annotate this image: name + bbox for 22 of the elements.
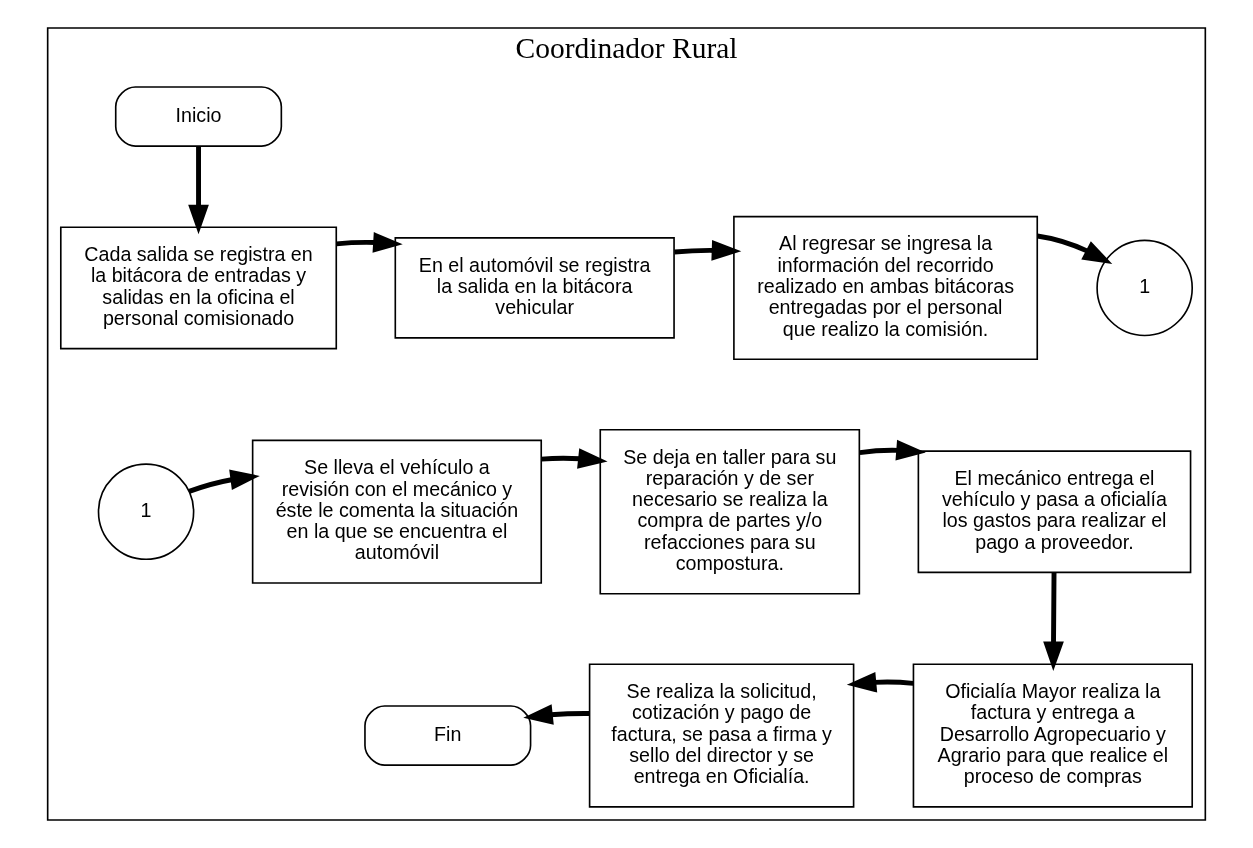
arrow (188, 146, 209, 235)
node-box: Fin (364, 705, 532, 766)
node-box: Inicio (114, 86, 283, 147)
node-circle: 1 (97, 463, 195, 561)
arrow (674, 240, 742, 261)
arrow (523, 704, 590, 725)
node-box: Oficialía Mayor realiza la factura y entrega a Desarrollo Agropecuario y Agrario para que realice el proceso de compras (912, 663, 1194, 808)
node-box: Al regresar se ingresa la información del recorrido realizado en ambas bitácoras entregadas por el personal que realizo la comisión. (733, 215, 1039, 361)
node-box: Se deja en taller para su reparación y de ser necesario se realiza la compra de partes y/o refacciones para su compostura. (599, 428, 861, 595)
arrow (859, 439, 926, 461)
arrow (541, 448, 608, 469)
arrow (846, 671, 914, 693)
arrow (188, 469, 260, 494)
node-box: El mecánico entrega el vehículo y pasa a oficialía los gastos para realizar el pago a proveedor. (917, 450, 1192, 574)
node-box: Se lleva el vehículo a revisión con el mecánico y éste le comenta la situación en la que se encuentra el automóvil (251, 439, 543, 584)
node-box: Cada salida se registra en la bitácora de entradas y salidas en la oficina el personal comisionado (59, 226, 338, 350)
arrow (336, 232, 403, 253)
node-circle: 1 (1096, 239, 1194, 337)
arrow (1043, 572, 1064, 672)
node-box: Se realiza la solicitud, cotización y pago de factura, se pasa a firma y sello del director y se entrega en Oficialía. (588, 663, 855, 808)
node-box: En el automóvil se registra la salida en la bitácora vehicular (394, 237, 675, 339)
arrow (1037, 233, 1113, 264)
